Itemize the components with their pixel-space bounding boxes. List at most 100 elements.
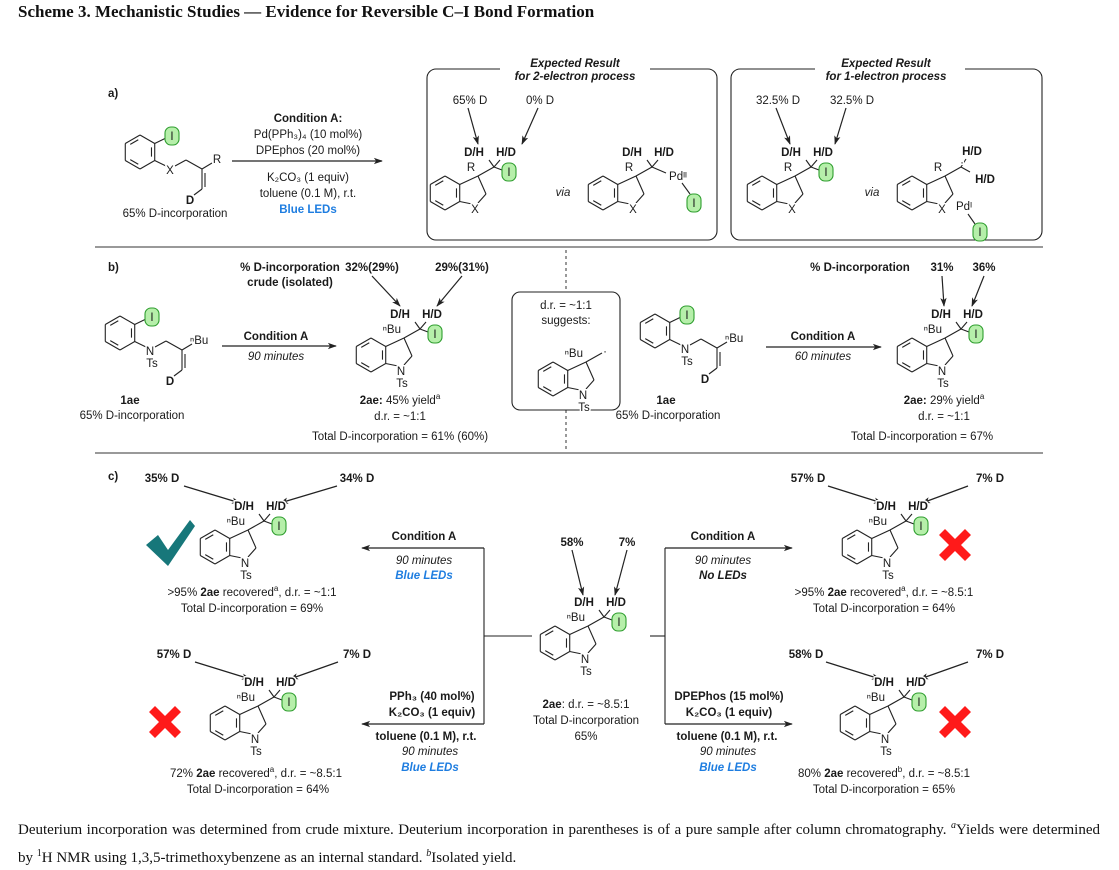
iodine-label: I	[507, 167, 510, 179]
iodine-badge	[501, 162, 517, 182]
nitrogen-label: N	[251, 734, 259, 746]
iodine-label: I	[919, 521, 922, 533]
radical-dot: ·	[603, 346, 607, 358]
bond	[689, 338, 702, 346]
bond	[602, 175, 618, 185]
bond	[747, 201, 763, 211]
nitrogen-label: N	[241, 558, 249, 570]
nbutyl-label: ⁿBu	[565, 348, 583, 360]
iodine-badge	[913, 516, 929, 536]
bond	[751, 180, 761, 186]
bond	[889, 520, 907, 531]
bond	[542, 366, 552, 372]
additive-label: DPEPhos (15 mol%)	[674, 691, 783, 703]
bond	[139, 160, 155, 170]
bond	[944, 175, 954, 195]
bond	[200, 555, 216, 565]
arrow	[775, 107, 791, 145]
bond	[901, 362, 911, 368]
bond	[403, 355, 413, 366]
time-label: 90 minutes	[695, 555, 752, 567]
nitrogen-label: N	[581, 654, 589, 666]
footnote-marker-b: b	[426, 848, 432, 859]
bond	[869, 705, 889, 715]
bond	[588, 175, 604, 185]
bond	[229, 529, 249, 539]
bond	[854, 731, 870, 741]
bond	[119, 315, 135, 325]
part-b-label: b)	[108, 262, 119, 274]
bond	[257, 696, 275, 707]
bond	[669, 316, 682, 323]
bond	[889, 529, 899, 549]
bond	[840, 705, 856, 715]
bond	[911, 363, 927, 373]
bond	[134, 318, 147, 325]
condition-solvent: toluene (0.1 M), r.t.	[260, 188, 357, 200]
bond	[105, 341, 121, 351]
bond	[134, 341, 147, 348]
bond	[776, 175, 796, 185]
bond	[617, 175, 637, 185]
bond	[540, 625, 556, 635]
bond	[201, 162, 213, 170]
bond	[869, 730, 883, 735]
solvent-label: toluene (0.1 M), r.t.	[677, 731, 778, 743]
nbutyl-label: ⁿBu	[237, 692, 255, 704]
nbutyl-label: ⁿBu	[924, 324, 942, 336]
h-d-label: H/D	[654, 147, 674, 159]
iodine-label: I	[433, 329, 436, 341]
bond	[887, 705, 897, 725]
deuterium-label: D	[186, 195, 194, 207]
bond	[640, 313, 656, 323]
additive-label: PPh₃ (40 mol%)	[389, 691, 474, 703]
product-total-d: Total D-incorporation = 67%	[851, 431, 993, 443]
bond	[444, 175, 460, 185]
bond	[385, 362, 399, 367]
result-upper-right: 57% D 7% D >95% 2ae recovereda, d.r. = ~…	[791, 473, 1004, 615]
bond	[944, 355, 954, 366]
solvent-label: toluene (0.1 M), r.t.	[376, 731, 477, 743]
time-label: 90 minutes	[402, 746, 459, 758]
bond	[273, 696, 283, 701]
bond	[538, 361, 554, 371]
bond	[716, 341, 728, 349]
bond	[669, 339, 682, 346]
h-d-label: H/D	[276, 677, 296, 689]
d-h-label: D/H	[781, 147, 801, 159]
bond	[635, 175, 645, 195]
bond	[174, 159, 187, 167]
condition-label: Condition A	[244, 331, 309, 343]
bond	[897, 337, 913, 347]
footnote-text: H NMR using 1,3,5-trimethoxybenzene as a…	[41, 850, 427, 866]
deuterium-label: D	[701, 374, 709, 386]
part-a-label: a)	[108, 88, 118, 100]
d-percent-label: 57% D	[157, 649, 192, 661]
bond	[871, 554, 885, 559]
time-label: 90 minutes	[700, 746, 757, 758]
total-d-label: Total D-incorporation = 65%	[813, 784, 955, 796]
bond	[587, 625, 597, 645]
bond	[901, 342, 911, 348]
bond	[751, 200, 761, 206]
h-d-label: H/D	[496, 147, 516, 159]
bond	[794, 166, 812, 177]
bond	[360, 342, 370, 348]
bond	[901, 200, 911, 206]
recovery-label: 72% 2ae recovereda, d.r. = ~8.5:1	[170, 765, 342, 780]
d-h-label: D/H	[390, 309, 410, 321]
bond	[700, 338, 718, 349]
bond	[842, 555, 858, 565]
bond	[129, 159, 139, 165]
bond	[193, 188, 203, 196]
r-group-label: R	[213, 154, 221, 166]
nitrogen-label: N	[579, 390, 587, 402]
bond	[200, 529, 216, 539]
iodine-label: I	[824, 167, 827, 179]
d-percent-label: 32.5% D	[830, 95, 874, 107]
bond	[444, 201, 460, 211]
h-d-label: H/D	[266, 501, 286, 513]
bond	[635, 193, 645, 204]
bond	[926, 200, 940, 205]
bond	[119, 341, 135, 351]
